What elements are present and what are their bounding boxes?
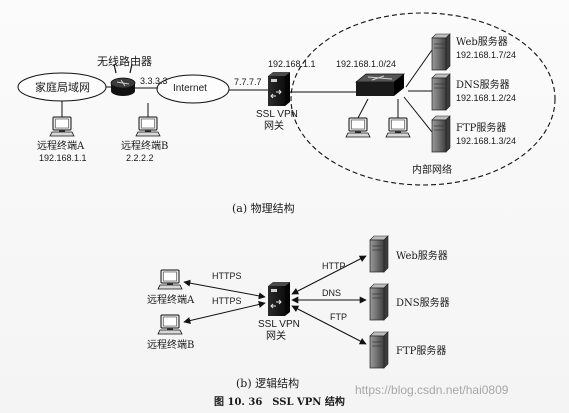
logical-ftp-server-icon <box>369 331 389 369</box>
internal-pc-2-icon <box>385 117 411 138</box>
dns-label: DNS <box>322 288 342 298</box>
https-bottom-label: HTTPS <box>212 296 242 306</box>
internal-switch-icon <box>354 73 406 96</box>
logical-arrows <box>183 255 367 345</box>
physical-gateway-label-1: SSL VPN <box>256 109 298 120</box>
internal-subnet-label: 192.168.1.0/24 <box>336 59 397 69</box>
terminal-b-ip: 2.2.2.2 <box>126 153 154 163</box>
dns-server-name: DNS服务器 <box>456 80 510 91</box>
https-top-label: HTTPS <box>212 271 242 281</box>
router-ip-label: 3.3.3.3 <box>140 76 168 86</box>
logical-gateway-icon <box>267 281 291 317</box>
dns-server-ip: 192.168.1.2/24 <box>456 93 517 103</box>
gateway-int-ip-label: 192.168.1.1 <box>268 59 316 69</box>
gateway-ext-ip-label: 7.7.7.7 <box>234 77 262 87</box>
logical-dns-server-label: DNS服务器 <box>396 298 450 309</box>
logical-gateway-label-2: 网关 <box>266 331 286 342</box>
watermark-url: https://blog.csdn.net/hai0809 <box>355 383 509 397</box>
ftp-label: FTP <box>330 312 347 322</box>
terminal-a-ip: 192.168.1.1 <box>39 153 87 163</box>
physical-caption: (a) 物理结构 <box>232 202 295 215</box>
ftp-server-icon <box>431 115 451 153</box>
logical-web-server-label: Web服务器 <box>396 251 448 262</box>
ftp-server-ip: 192.168.1.3/24 <box>456 136 517 146</box>
physical-links <box>61 49 433 133</box>
internet-ellipse <box>156 74 230 104</box>
physical-gateway-label-2: 网关 <box>264 121 284 132</box>
terminal-a-pc-icon <box>49 116 75 137</box>
logical-terminal-a-label: 远程终端A <box>147 295 195 306</box>
web-server-name: Web服务器 <box>456 37 508 48</box>
web-server-ip: 192.168.1.7/24 <box>456 50 517 60</box>
physical-gateway-icon <box>267 71 291 107</box>
router-label: 无线路由器 <box>97 55 152 68</box>
terminal-b-name: 远程终端B <box>121 141 169 152</box>
figure-caption: 图 10. 36 SSL VPN 结构 <box>214 397 345 408</box>
web-server-icon <box>431 33 451 71</box>
internal-network-label: 内部网络 <box>412 165 452 176</box>
internal-network-ellipse <box>290 12 556 186</box>
logical-web-server-icon <box>369 235 389 273</box>
logical-terminal-b-label: 远程终端B <box>147 340 195 351</box>
home-lan-label: 家庭局域网 <box>35 81 90 94</box>
internal-pc-1-icon <box>345 117 371 138</box>
terminal-b-pc-icon <box>135 116 161 137</box>
internet-label: Internet <box>173 83 207 94</box>
ftp-server-name: FTP服务器 <box>456 123 507 134</box>
logical-caption: (b) 逻辑结构 <box>236 377 300 390</box>
dns-server-icon <box>431 73 451 111</box>
http-label: HTTP <box>322 261 346 271</box>
logical-gateway-label-1: SSL VPN <box>258 319 300 330</box>
terminal-a-name: 远程终端A <box>37 141 85 152</box>
logical-terminal-b-icon <box>157 314 183 335</box>
logical-ftp-server-label: FTP服务器 <box>396 346 447 357</box>
logical-terminal-a-icon <box>157 269 183 290</box>
logical-dns-server-icon <box>369 283 389 321</box>
wireless-router-icon <box>110 63 136 96</box>
